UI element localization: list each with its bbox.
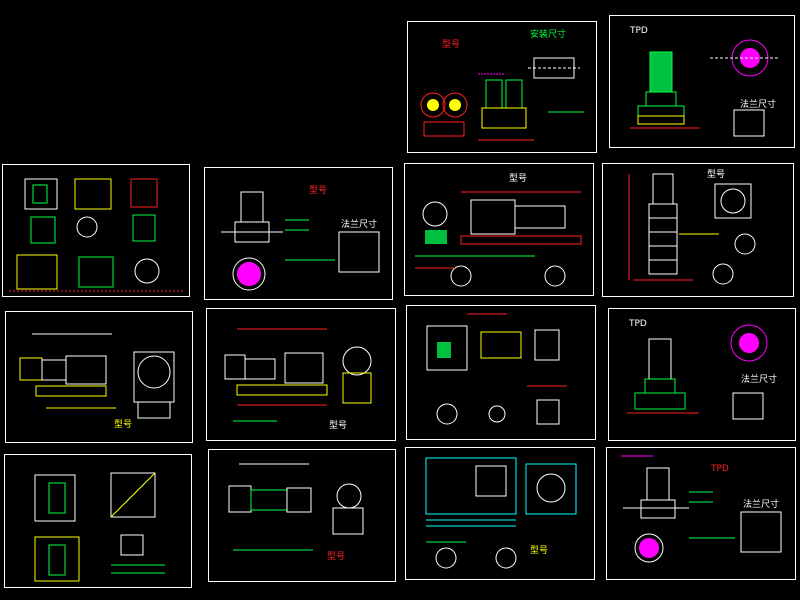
vertical-pump-b-drawing bbox=[627, 324, 768, 420]
drawing-sheet-end-suction[interactable]: 型号 bbox=[5, 311, 193, 443]
drawing-sheet-submersible-assembly[interactable] bbox=[406, 305, 596, 440]
installation-drawing bbox=[34, 472, 165, 582]
multistage-vertical-drawing bbox=[628, 173, 756, 285]
drawing-sheet-horizontal-pump[interactable]: 型号 bbox=[206, 308, 396, 441]
sheet-label: TPD bbox=[711, 464, 729, 474]
submersible-assembly-drawing bbox=[426, 313, 567, 425]
split-case-drawing bbox=[425, 457, 577, 569]
horizontal-pump-drawing bbox=[224, 328, 372, 422]
sheet-label: 法兰尺寸 bbox=[741, 375, 778, 385]
drawing-sheet-twin-pump[interactable]: 型号 安装尺寸 bbox=[407, 21, 597, 153]
twin-pump-drawing bbox=[420, 57, 584, 141]
sheet-label: 法兰尺寸 bbox=[740, 100, 777, 110]
vertical-pump-drawing bbox=[630, 39, 780, 137]
sheet-label: TPD bbox=[630, 26, 648, 36]
sheet-label: 法兰尺寸 bbox=[743, 500, 780, 510]
drawing-sheet-submersible-pump[interactable] bbox=[2, 164, 190, 297]
drawing-sheet-vertical-pump-c[interactable]: TPD 法兰尺寸 bbox=[606, 447, 796, 580]
vertical-pump-c-drawing bbox=[621, 455, 782, 563]
drawing-sheet-horizontal-pump-b[interactable]: 型号 bbox=[208, 449, 396, 582]
multistage-horizontal-drawing bbox=[415, 191, 582, 287]
drawing-sheet-split-case[interactable]: 型号 bbox=[405, 447, 595, 580]
sheet-label: 型号 bbox=[114, 420, 133, 430]
sheet-label: 型号 bbox=[327, 552, 346, 562]
drawing-sheet-multistage-horizontal[interactable]: 型号 bbox=[404, 163, 594, 296]
horizontal-pump-b-drawing bbox=[228, 463, 364, 551]
sheet-label: 法兰尺寸 bbox=[341, 220, 378, 230]
sheet-label: 型号 bbox=[530, 546, 549, 556]
inline-pump-drawing bbox=[221, 191, 380, 291]
sheet-label: 型号 bbox=[329, 421, 348, 431]
sheet-label: 型号 bbox=[707, 170, 726, 180]
drawing-sheet-vertical-pump[interactable]: TPD 法兰尺寸 bbox=[609, 15, 795, 148]
submersible-pump-drawing bbox=[9, 178, 183, 292]
drawing-sheet-vertical-pump-b[interactable]: TPD 法兰尺寸 bbox=[608, 308, 796, 441]
drawing-sheet-inline-pump[interactable]: 型号 法兰尺寸 bbox=[204, 167, 393, 300]
sheet-label: 型号 bbox=[509, 174, 528, 184]
drawing-sheet-installation[interactable] bbox=[4, 454, 192, 588]
sheet-label: 安装尺寸 bbox=[530, 30, 567, 40]
end-suction-drawing bbox=[19, 333, 175, 419]
drawing-sheet-multistage-vertical[interactable]: 型号 bbox=[602, 163, 794, 297]
sheet-label: TPD bbox=[629, 319, 647, 329]
sheet-label: 型号 bbox=[442, 40, 461, 50]
sheet-label: 型号 bbox=[309, 186, 328, 196]
